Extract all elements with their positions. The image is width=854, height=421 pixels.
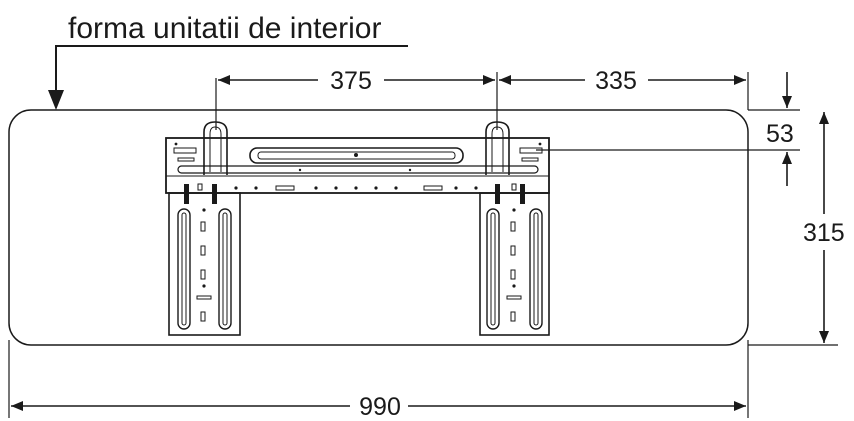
svg-text:990: 990 — [359, 393, 401, 421]
indoor-unit-shape-caption: forma unitatii de interior — [68, 12, 381, 45]
left-support-leg — [168, 184, 241, 336]
dimension-990: 990 — [8, 340, 749, 421]
svg-text:315: 315 — [803, 219, 845, 247]
caption-leader-line — [55, 45, 408, 100]
svg-text:375: 375 — [330, 67, 372, 95]
dimension-375: 375 — [215, 67, 498, 130]
indoor-unit-outline — [8, 109, 749, 346]
dimension-335: 335 — [499, 67, 749, 110]
svg-text:335: 335 — [595, 67, 637, 95]
plate-main-bar — [165, 137, 550, 194]
plate-center-slot — [249, 147, 464, 164]
caption-leader-arrow — [48, 90, 64, 110]
dimension-53: 53 — [536, 72, 800, 186]
right-support-leg — [479, 184, 550, 336]
dimension-315: 315 — [748, 112, 845, 346]
mounting-plate — [165, 121, 550, 336]
left-hook — [203, 121, 228, 175]
svg-text:53: 53 — [766, 120, 794, 148]
